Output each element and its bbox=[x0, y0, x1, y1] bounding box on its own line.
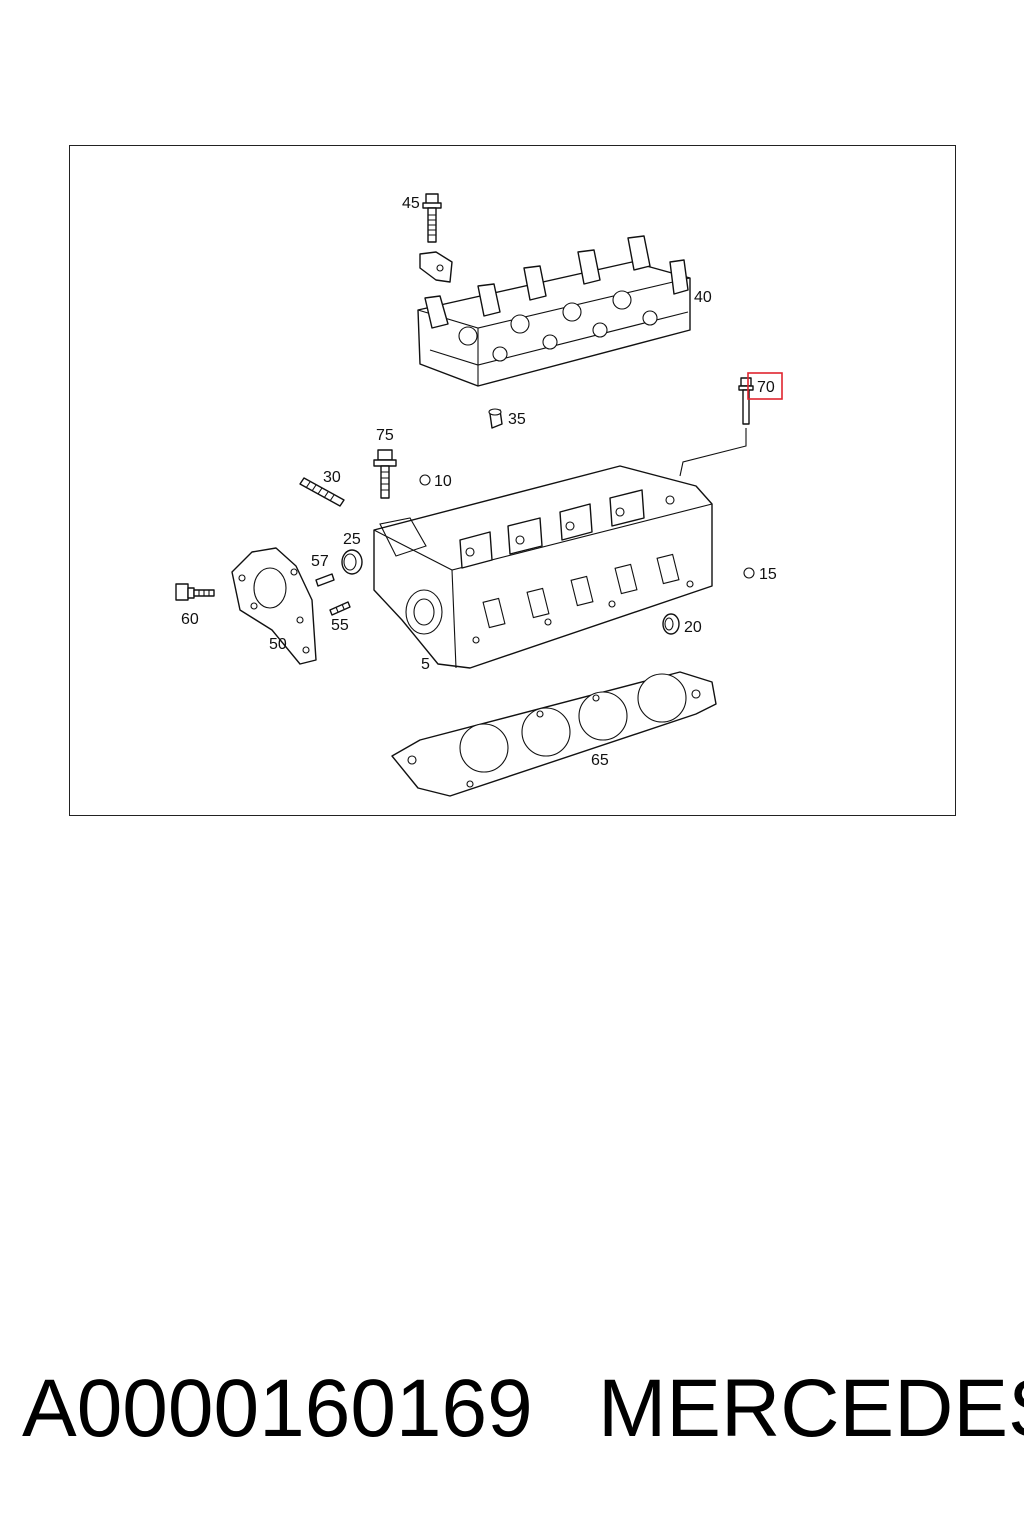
bolt-75 bbox=[373, 449, 397, 499]
plug-25 bbox=[341, 549, 363, 575]
label-10: 10 bbox=[434, 473, 452, 490]
part-number: A0000160169 bbox=[22, 1363, 533, 1454]
bolt-60 bbox=[175, 583, 215, 601]
label-5: 5 bbox=[421, 656, 430, 673]
label-15: 15 bbox=[759, 566, 777, 583]
highlight-box bbox=[747, 372, 783, 400]
bolt-70 bbox=[679, 377, 754, 477]
end-plate-50 bbox=[231, 547, 317, 665]
label-40: 40 bbox=[694, 289, 712, 306]
head-tower bbox=[459, 489, 645, 569]
plug-20 bbox=[662, 613, 680, 635]
head-port bbox=[482, 553, 680, 629]
cam-bearing bbox=[424, 235, 689, 329]
pin-55 bbox=[329, 601, 351, 616]
stud-30 bbox=[299, 477, 345, 507]
label-55: 55 bbox=[331, 617, 349, 634]
label-45: 45 bbox=[402, 195, 420, 212]
label-25: 25 bbox=[343, 531, 361, 548]
brand-name: MERCEDES bbox=[598, 1363, 1024, 1454]
label-50: 50 bbox=[269, 636, 287, 653]
label-75: 75 bbox=[376, 427, 394, 444]
ring-15 bbox=[743, 567, 755, 579]
cam-bore bbox=[458, 290, 658, 362]
bolt-45 bbox=[422, 193, 442, 243]
camshaft-carrier-40 bbox=[417, 235, 691, 387]
label-60: 60 bbox=[181, 611, 199, 628]
bracket bbox=[419, 251, 453, 283]
diagram-frame bbox=[69, 145, 956, 816]
label-35: 35 bbox=[508, 411, 526, 428]
label-65: 65 bbox=[591, 752, 609, 769]
head-bolt-hole bbox=[465, 495, 694, 644]
label-20: 20 bbox=[684, 619, 702, 636]
label-70: 70 bbox=[757, 379, 775, 396]
caption: A0000160169 MERCEDES bbox=[0, 1362, 1024, 1472]
head-gasket-65 bbox=[391, 671, 717, 797]
sleeve-35 bbox=[488, 408, 503, 429]
label-57: 57 bbox=[311, 553, 329, 570]
label-30: 30 bbox=[323, 469, 341, 486]
pin-57 bbox=[315, 573, 335, 587]
ring-10 bbox=[419, 474, 431, 486]
cylinder-head-5 bbox=[373, 465, 713, 669]
